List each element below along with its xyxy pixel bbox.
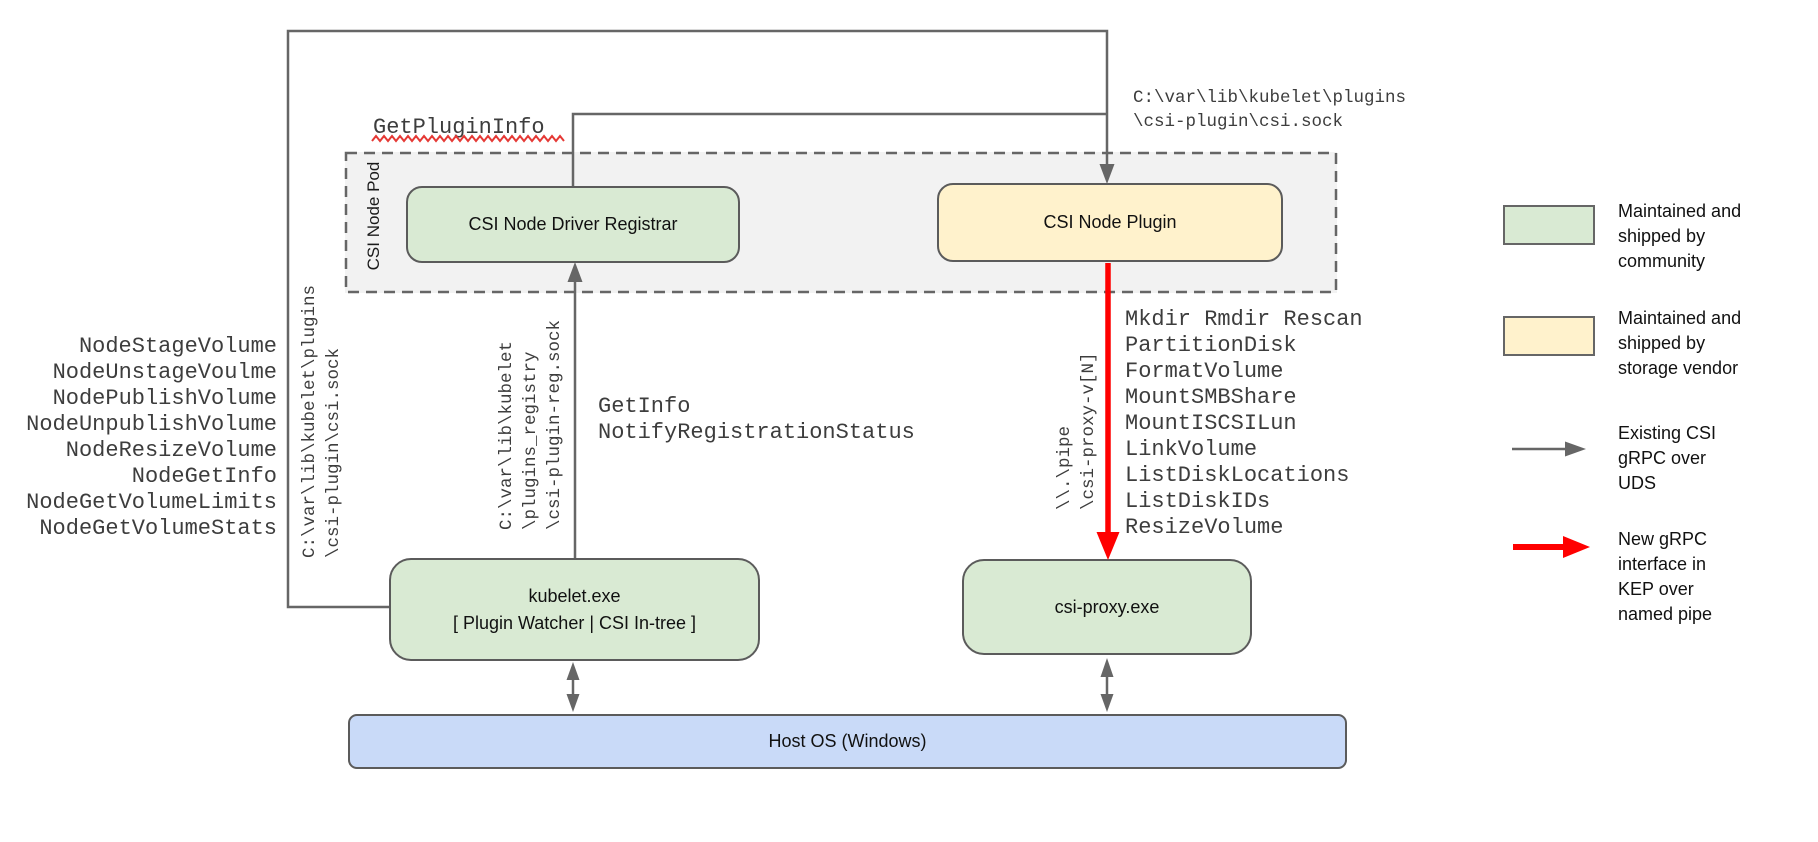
list-item: LinkVolume (1125, 437, 1258, 462)
plugin-to-proxy-red-arrowhead (1096, 532, 1120, 560)
legend-vendor-swatch (1503, 316, 1595, 356)
legend-red-arrowhead (1563, 536, 1590, 558)
legend-community-text: Maintained and shipped by community (1618, 201, 1742, 271)
list-item: \csi-plugin-reg.sock (545, 319, 565, 530)
proxy-host-up-arrowhead (1100, 658, 1114, 677)
csi-proxy-box: csi-proxy.exe (962, 559, 1252, 655)
host-os-box: Host OS (Windows) (348, 714, 1347, 769)
list-item: MountSMBShare (1125, 385, 1297, 410)
list-item: C:\var\lib\kubelet\plugins (1133, 88, 1407, 108)
list-item: NodeGetVolumeStats (39, 516, 277, 541)
list-item: FormatVolume (1125, 359, 1284, 384)
list-item: \\.\pipe (1055, 425, 1075, 510)
csi-node-plugin-box: CSI Node Plugin (937, 183, 1283, 262)
kubelet-host-up-arrowhead (566, 662, 580, 680)
get-plugin-info-label: GetPluginInfo (373, 115, 545, 140)
list-item: NodePublishVolume (52, 386, 277, 411)
proxy-host-down-arrowhead (1100, 694, 1114, 712)
list-item: ListDiskLocations (1125, 463, 1350, 488)
list-item: \csi-plugin\csi.sock (324, 347, 344, 558)
list-item: PartitionDisk (1125, 333, 1297, 358)
legend-gray-arrowhead (1565, 441, 1586, 457)
list-item: C:\var\lib\kubelet (497, 340, 517, 530)
legend-new-grpc-text: New gRPC interface in KEP over named pip… (1618, 529, 1713, 624)
list-item: \csi-plugin\csi.sock (1133, 112, 1344, 132)
plugin-socket-path-label: C:\var\lib\kubelet\plugins \csi-plugin\cs… (1133, 86, 1406, 134)
named-pipe-path-rotated-label: \\.\pipe\csi-proxy-v[N] (1053, 352, 1101, 510)
list-item: NodeStageVolume (78, 334, 277, 359)
legend-existing-grpc-text: Existing CSI gRPC over UDS (1618, 423, 1717, 493)
list-item: NodeGetVolumeLimits (26, 490, 277, 515)
list-item: MountISCSILun (1125, 411, 1297, 436)
list-item: \csi-proxy-v[N] (1079, 352, 1099, 510)
list-item: C:\var\lib\kubelet\plugins (300, 284, 320, 558)
kubelet-box: kubelet.exe [ Plugin Watcher | CSI In-tr… (389, 558, 760, 661)
list-item: Mkdir Rmdir Rescan (1125, 307, 1363, 332)
list-item: NodeResizeVolume (65, 438, 277, 463)
kubelet-socket-path-rotated-label: C:\var\lib\kubelet\plugins\csi-plugin\cs… (298, 284, 346, 558)
list-item: NotifyRegistrationStatus (598, 420, 915, 445)
csi-node-pod-label: CSI Node Pod (364, 161, 383, 271)
csi-node-driver-registrar-box: CSI Node Driver Registrar (406, 186, 740, 263)
kubelet-box-title: kubelet.exe (528, 585, 621, 606)
list-item: NodeGetInfo (131, 464, 277, 489)
list-item: \plugins_registry (521, 351, 541, 530)
legend-vendor-text: Maintained and shipped by storage vendor (1618, 308, 1742, 378)
kubelet-box-subtitle: [ Plugin Watcher | CSI In-tree ] (452, 612, 697, 633)
list-item: NodeUnpublishVolume (26, 412, 277, 437)
list-item: ResizeVolume (1125, 515, 1284, 540)
list-item: GetInfo (598, 394, 691, 419)
kubelet-host-down-arrowhead (566, 694, 580, 712)
list-item: ListDiskIDs (1125, 489, 1271, 514)
registration-socket-path-rotated-label: C:\var\lib\kubelet\plugins_registry\csi-… (495, 320, 567, 530)
list-item: NodeUnstageVoulme (52, 360, 277, 385)
legend-community-swatch (1503, 205, 1595, 245)
